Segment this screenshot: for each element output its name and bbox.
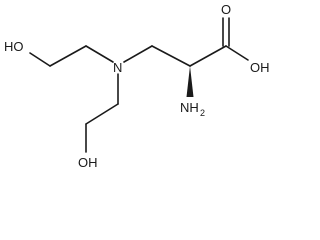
wedge-bond-nh2 — [186, 66, 194, 97]
label-oh-bottom: OH — [78, 155, 98, 170]
label-amine-subscript: 2 — [200, 108, 205, 118]
label-nitrogen: N — [113, 60, 122, 75]
bond-c3-calpha — [151, 45, 191, 67]
label-carbonyl-oxygen: O — [221, 2, 231, 17]
bond-c-oh — [225, 45, 249, 61]
structure-diagram: HO N O OH NH 2 OH — [4, 2, 270, 170]
bond-ho-c1 — [29, 52, 51, 67]
bond-c4-c5 — [85, 103, 119, 125]
bond-n-c3 — [123, 45, 153, 63]
label-ho-top-left: HO — [4, 39, 24, 54]
label-acid-oh: OH — [250, 60, 270, 75]
bond-c2-n — [85, 45, 114, 63]
bond-c1-c2 — [49, 45, 87, 67]
bond-calpha-ccarboxyl — [189, 45, 227, 67]
label-amine-nh: NH — [180, 100, 199, 115]
molecule-svg: HO N O OH NH 2 OH — [4, 2, 270, 170]
